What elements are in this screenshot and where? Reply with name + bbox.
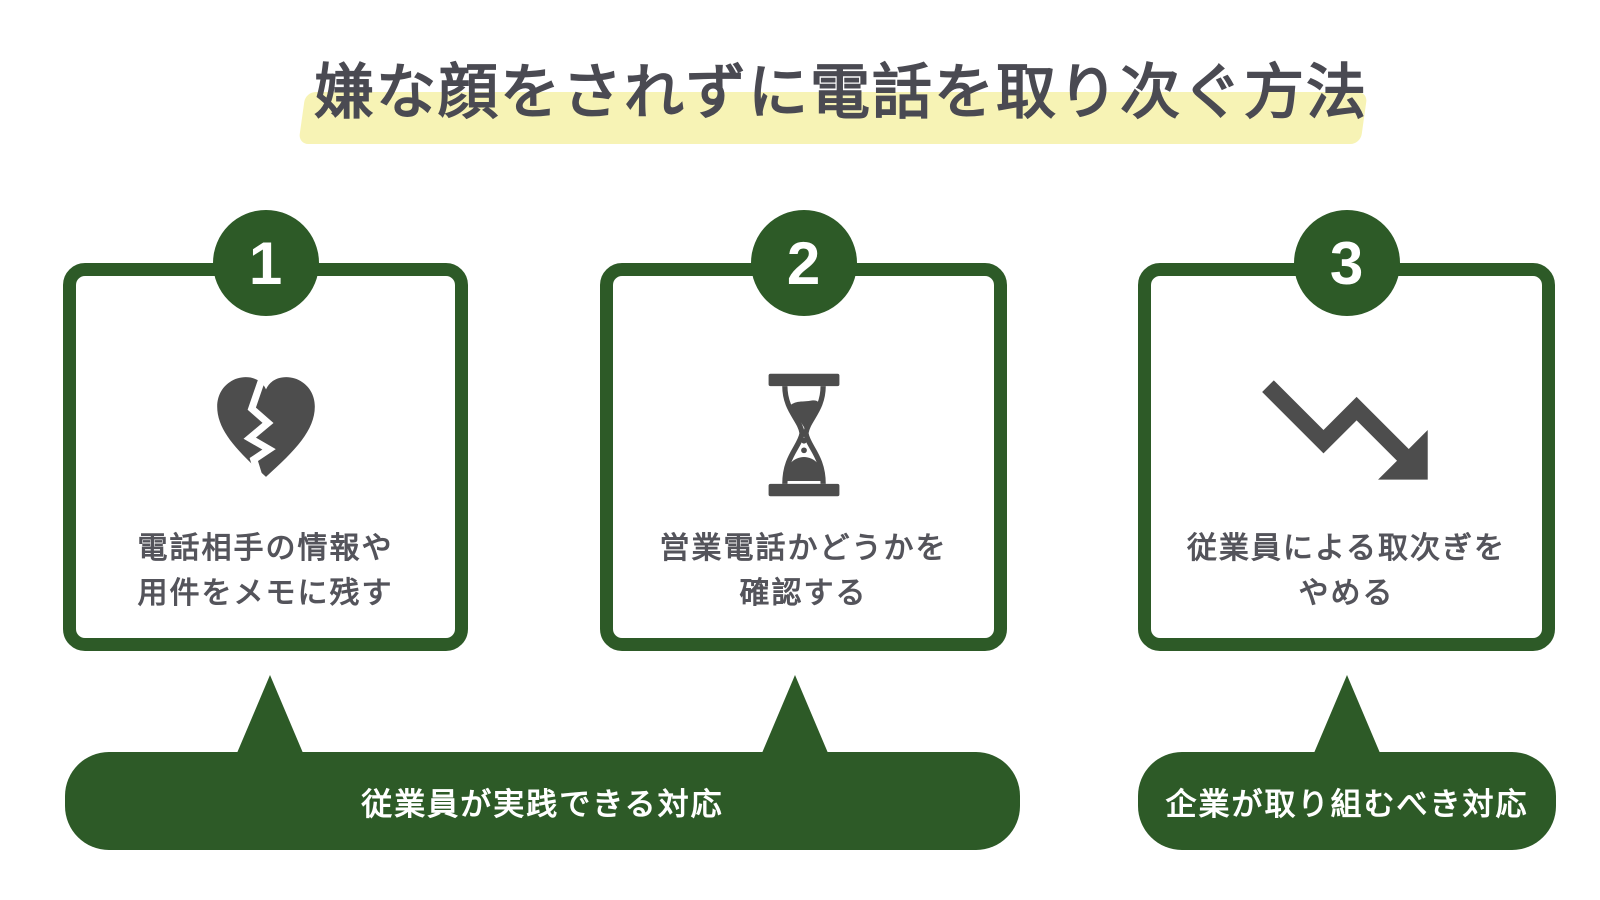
step-label-line: 営業電話かどうかを (659, 532, 948, 565)
banner-label: 従業員が実践できる対応 (361, 786, 724, 822)
step-number: 1 (248, 229, 283, 297)
step-label-line: 用件をメモに残す (137, 577, 394, 610)
pointer-triangle (762, 675, 828, 753)
step-3-number-badge: 3 (1293, 210, 1400, 316)
step-number: 2 (786, 229, 821, 297)
page-title: 嫌な顔をされずに電話を取り次ぐ方法 (314, 59, 1368, 126)
step-card-3: 3 従業員による取次ぎを やめる (1138, 210, 1555, 651)
step-card-1: 1 電話相手の情報や 用件をメモに残す (63, 210, 468, 651)
hourglass-icon (756, 368, 852, 502)
broken-heart-icon (204, 368, 327, 488)
banner-label: 企業が取り組むべき対応 (1165, 786, 1529, 822)
step-2-number-badge: 2 (750, 210, 857, 316)
declining-arrow-icon (1258, 376, 1436, 484)
pointer-triangle (1314, 675, 1380, 753)
step-1-label: 電話相手の情報や 用件をメモに残す (76, 526, 455, 616)
banner-company-actions: 企業が取り組むべき対応 (1138, 752, 1556, 850)
step-label-line: やめる (1298, 577, 1395, 610)
step-label-line: 電話相手の情報や (137, 532, 394, 565)
step-1-number-badge: 1 (212, 210, 319, 316)
step-label-line: 確認する (739, 577, 868, 610)
step-card-2: 2 営業電話かどうかを 確認する (600, 210, 1007, 651)
pointer-triangle (237, 675, 303, 753)
step-2-label: 営業電話かどうかを 確認する (613, 526, 994, 616)
banner-employee-actions: 従業員が実践できる対応 (65, 752, 1020, 850)
step-label-line: 従業員による取次ぎを (1186, 532, 1507, 565)
step-3-label: 従業員による取次ぎを やめる (1151, 526, 1542, 616)
step-number: 3 (1329, 229, 1364, 297)
